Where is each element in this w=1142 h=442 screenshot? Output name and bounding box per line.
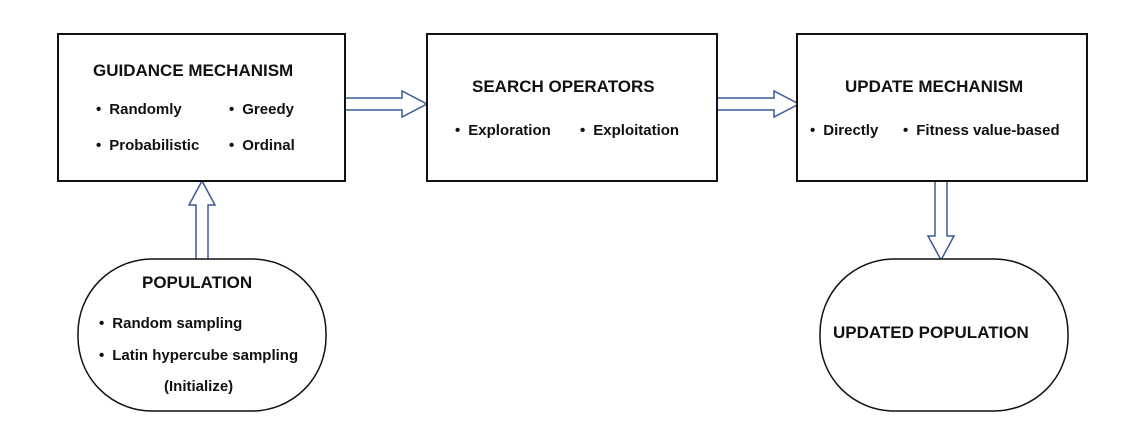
updated-population-shape — [819, 258, 1069, 412]
update-mechanism-box: UPDATE MECHANISM Directly Fitness value-… — [796, 33, 1088, 182]
population-note: (Initialize) — [164, 378, 234, 395]
population-item-random-sampling: Random sampling — [99, 315, 242, 332]
update-item-directly: Directly — [810, 122, 878, 139]
population-shape — [77, 258, 327, 412]
population-item-latin-hypercube: Latin hypercube sampling — [99, 347, 298, 364]
guidance-item-probabilistic: Probabilistic — [96, 137, 199, 154]
guidance-mechanism-box: GUIDANCE MECHANISM Randomly Greedy Proba… — [57, 33, 346, 182]
guidance-item-randomly: Randomly — [96, 101, 182, 118]
arrow-search-to-update — [716, 89, 801, 119]
guidance-item-ordinal: Ordinal — [229, 137, 295, 154]
update-item-fitness-value-based: Fitness value-based — [903, 122, 1059, 139]
search-operators-title: SEARCH OPERATORS — [472, 77, 655, 96]
guidance-mechanism-title: GUIDANCE MECHANISM — [93, 61, 294, 80]
search-item-exploration: Exploration — [455, 122, 551, 139]
arrow-population-to-guidance — [187, 179, 217, 261]
search-operators-box: SEARCH OPERATORS Exploration Exploitatio… — [426, 33, 718, 182]
arrow-update-to-updated-population — [926, 180, 956, 262]
guidance-item-greedy: Greedy — [229, 101, 294, 118]
update-mechanism-title: UPDATE MECHANISM — [845, 77, 1024, 96]
population-title: POPULATION — [142, 273, 253, 292]
search-item-exploitation: Exploitation — [580, 122, 679, 139]
arrow-guidance-to-search — [344, 89, 429, 119]
updated-population-title: UPDATED POPULATION — [833, 323, 1029, 342]
